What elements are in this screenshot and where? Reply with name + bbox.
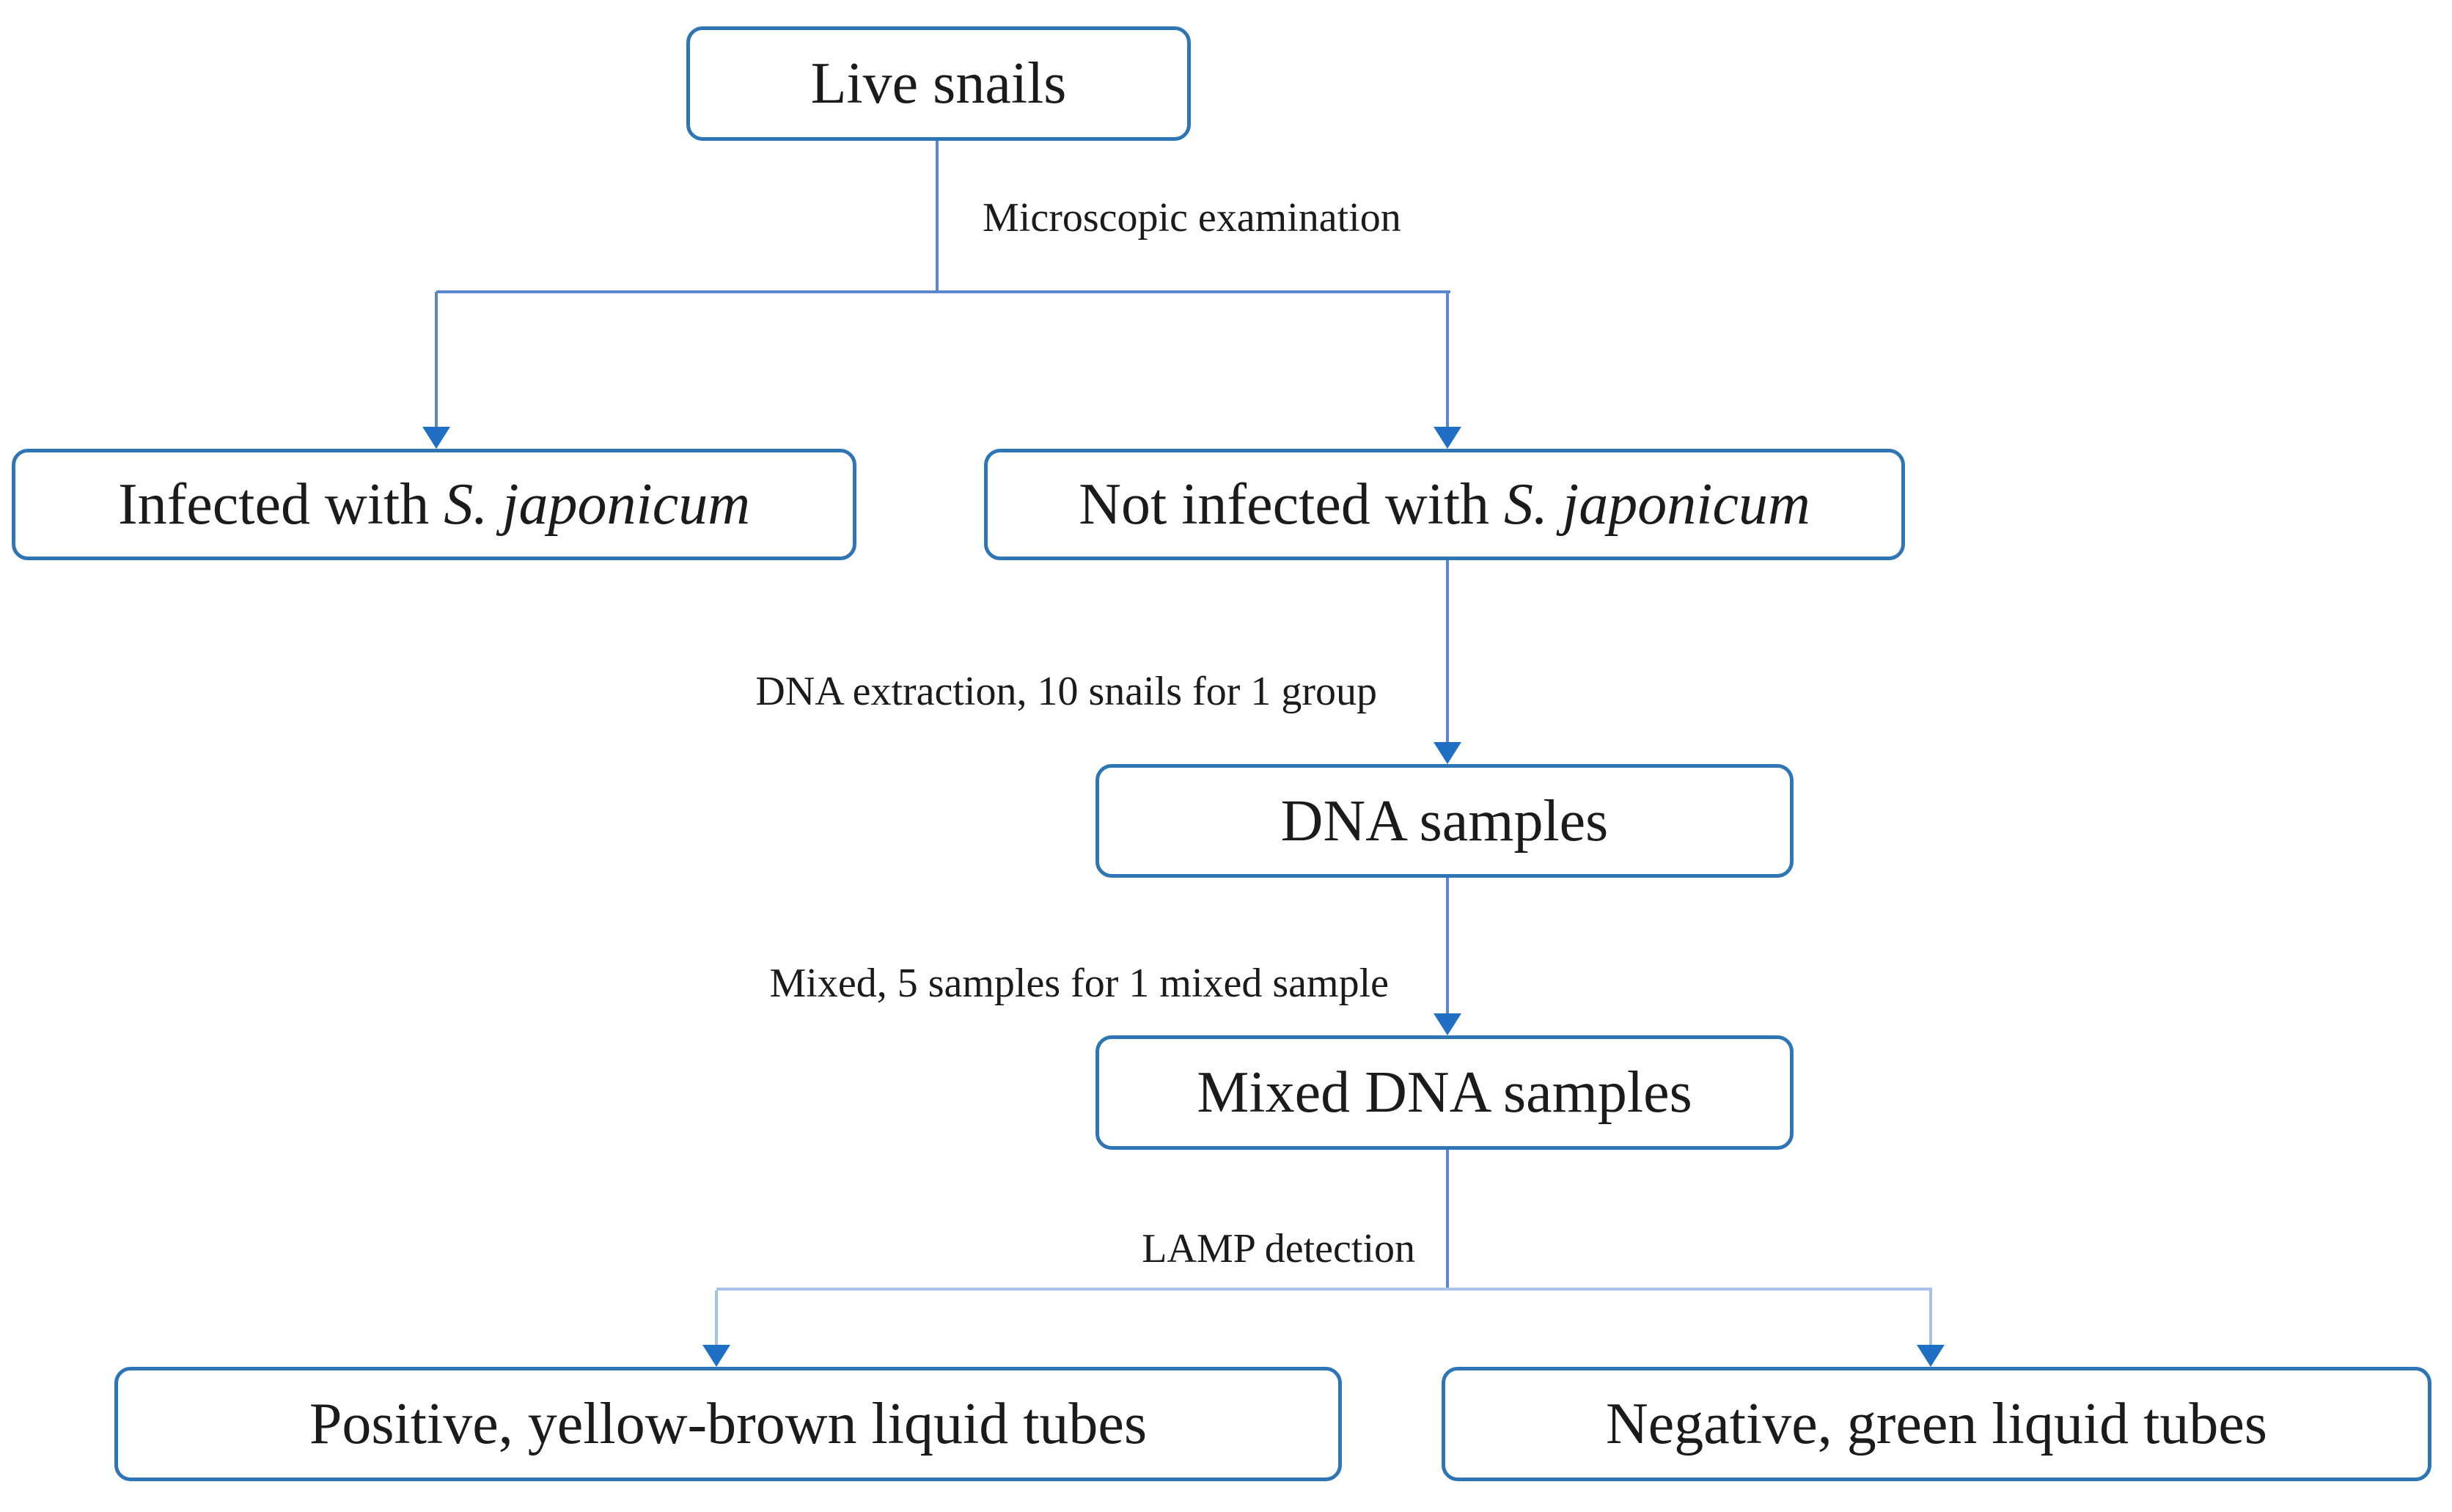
node-positive-label: Positive, yellow-brown liquid tubes [309,1392,1148,1456]
node-dna-samples: DNA samples [1095,764,1794,878]
edge-label-dna-extraction: DNA extraction, 10 snails for 1 group [755,669,1377,714]
arrowhead-infected [422,427,450,449]
connector-branch2-right-drop [1929,1291,1932,1346]
connector-not-infected-to-dna [1446,560,1449,744]
node-infected-label: Infected with S. japonicum [118,472,750,537]
arrowhead-mixed-dna [1434,1013,1461,1035]
node-infected: Infected with S. japonicum [12,449,856,560]
node-positive: Positive, yellow-brown liquid tubes [114,1367,1342,1481]
node-negative: Negative, green liquid tubes [1442,1367,2431,1481]
node-live-snails: Live snails [686,26,1191,141]
connector-branch2-horizontal [716,1288,1932,1291]
edge-label-lamp-detection: LAMP detection [1142,1226,1415,1271]
node-live-snails-label: Live snails [810,51,1067,116]
connector-dna-to-mixed [1446,878,1449,1015]
node-dna-samples-label: DNA samples [1280,788,1609,854]
node-mixed-dna-samples-label: Mixed DNA samples [1197,1060,1692,1125]
connector-branch1-horizontal [436,290,1450,293]
connector-branch1-left-drop [435,292,438,428]
arrowhead-positive [702,1345,730,1367]
connector-live-snails-stem [936,141,939,292]
connector-branch2-left-drop [715,1291,718,1346]
edge-label-microscopic-examination: Microscopic examination [983,195,1401,241]
connector-mixed-stem [1446,1150,1449,1291]
node-negative-label: Negative, green liquid tubes [1606,1392,2267,1456]
arrowhead-dna-samples [1434,742,1461,764]
node-not-infected-label: Not infected with S. japonicum [1079,472,1810,537]
connector-branch1-right-drop [1446,292,1449,428]
arrowhead-negative [1917,1345,1945,1367]
node-mixed-dna-samples: Mixed DNA samples [1095,1035,1794,1150]
arrowhead-not-infected [1434,427,1461,449]
node-not-infected: Not infected with S. japonicum [984,449,1905,560]
edge-label-mixed: Mixed, 5 samples for 1 mixed sample [769,961,1389,1006]
